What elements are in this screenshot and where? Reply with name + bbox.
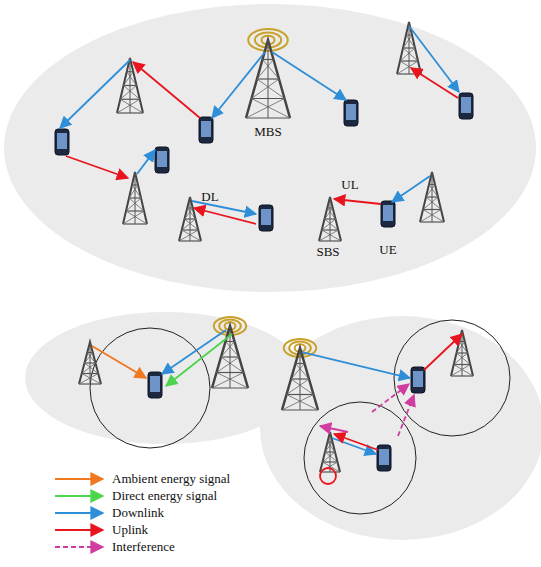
ue-label: UE (379, 243, 396, 256)
signal-arrow (194, 208, 256, 224)
small-bs-label: SBS (316, 245, 339, 258)
signal-arrow (302, 352, 410, 378)
downlink-label: DL (201, 190, 218, 203)
legend-sample (55, 546, 103, 548)
signal-arrow (92, 346, 146, 378)
signal-arrow (166, 334, 232, 386)
legend-samples (55, 479, 103, 547)
signal-arrow (60, 60, 130, 128)
legend-text: Interference (112, 540, 175, 553)
user-equipment (377, 445, 391, 471)
signal-arrow (372, 384, 409, 412)
legend-sample (55, 512, 103, 514)
user-equipment (459, 93, 473, 119)
signal-arrows (60, 26, 462, 454)
legend-text: Direct energy signal (112, 489, 217, 502)
signal-arrow (409, 26, 459, 92)
cell-boundary (304, 402, 416, 514)
coverage-area (260, 316, 541, 540)
user-equipment (381, 201, 395, 227)
user-equipment (148, 372, 162, 398)
signal-arrow (320, 426, 348, 432)
signal-arrow (162, 330, 226, 374)
signal-arrow (411, 68, 458, 98)
legend-text: Ambient energy signal (112, 472, 230, 485)
small-base-station (123, 172, 147, 224)
signal-arrow (272, 52, 346, 100)
small-base-station (320, 432, 340, 472)
legend-sample (55, 529, 103, 531)
signal-arrow (133, 62, 200, 118)
uplink-label: UL (341, 178, 358, 191)
user-equipment (344, 100, 358, 126)
signal-arrow (66, 156, 128, 178)
signal-arrow (334, 199, 381, 204)
self-interference-loop (320, 468, 336, 484)
user-equipment (199, 117, 213, 143)
coverage-area (4, 4, 536, 292)
small-base-station (79, 342, 101, 384)
macro-base-station (282, 339, 318, 410)
user-equipment (55, 129, 69, 155)
macro-base-station (212, 317, 248, 388)
legend-sample (55, 495, 103, 497)
macro-bs-label: MBS (254, 125, 281, 138)
signal-arrow (398, 395, 414, 436)
small-base-station (319, 197, 341, 241)
user-equipment (259, 205, 273, 231)
user-equipment (155, 147, 169, 173)
legend-sample (55, 478, 103, 480)
signal-arrow (392, 176, 430, 202)
signal-arrow (212, 52, 265, 118)
small-base-station (451, 330, 473, 376)
small-base-station (397, 22, 421, 74)
cell-boundary (90, 328, 210, 448)
user-equipment (411, 367, 425, 393)
legend-text: Downlink (112, 506, 164, 519)
cell-boundary (394, 320, 510, 436)
small-base-station (179, 197, 201, 241)
macro-base-station (246, 29, 290, 118)
signal-arrow (334, 434, 378, 450)
signal-arrow (424, 334, 462, 370)
signal-arrow (137, 150, 155, 174)
legend-text: Uplink (112, 523, 148, 536)
